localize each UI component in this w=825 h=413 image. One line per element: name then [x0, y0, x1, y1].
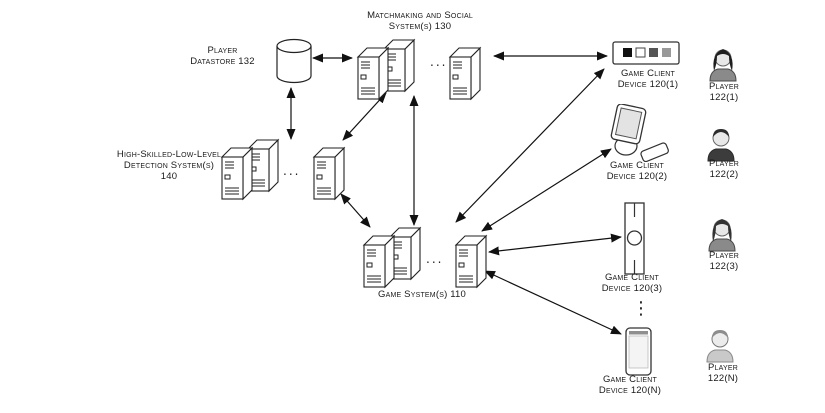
set-top-box-icon — [612, 41, 680, 65]
arrow-gamesystem-device3 — [488, 233, 622, 256]
player-2-label-line1: Player — [709, 158, 739, 169]
datastore-label-line1: Player — [207, 45, 238, 56]
matchmaking-ellipsis: ... — [430, 55, 448, 69]
device-n-label-line2: Device 120(N) — [598, 385, 662, 396]
device-n-label: Game Client Device 120(N) — [580, 374, 680, 396]
player-1-label: Player 122(1) — [692, 81, 756, 103]
player-datastore-label: Player Datastore 132 — [175, 45, 270, 67]
device-3-label: Game Client Device 120(3) — [582, 272, 682, 294]
device-n-label-line1: Game Client — [602, 374, 658, 385]
game-system-label-text: Game System(s) 110 — [377, 289, 467, 300]
matchmaking-label-line2: System(s) 130 — [388, 21, 452, 32]
smartphone-icon — [625, 327, 652, 376]
game-system-ellipsis: ... — [426, 252, 444, 266]
devices-vertical-ellipsis: ⋮ — [632, 298, 650, 319]
datastore-label-line2: Datastore 132 — [190, 56, 255, 67]
device-1-label: Game Client Device 120(1) — [598, 68, 698, 90]
device-1-label-line2: Device 120(1) — [617, 79, 679, 90]
player-2-label: Player 122(2) — [692, 158, 756, 180]
player-n-label: Player 122(N) — [691, 362, 755, 384]
player-2-label-line2: 122(2) — [709, 169, 739, 180]
player-1-label-line1: Player — [709, 81, 739, 92]
player-1-avatar-icon — [709, 49, 737, 82]
player-2-avatar-icon — [707, 129, 735, 162]
desktop-computer-icon — [610, 104, 669, 162]
device-3-label-line2: Device 120(3) — [601, 283, 663, 294]
player-3-label-line2: 122(3) — [709, 261, 739, 272]
device-3-label-line1: Game Client — [604, 272, 660, 283]
device-2-label: Game Client Device 120(2) — [587, 160, 687, 182]
device-2-label-line1: Game Client — [609, 160, 665, 171]
game-system-label: Game System(s) 110 — [352, 289, 492, 300]
detection-system-label: High-Skilled-Low-Level Detection System(… — [108, 149, 230, 182]
device-2-label-line2: Device 120(2) — [606, 171, 668, 182]
player-3-avatar-icon — [708, 219, 736, 252]
player-1-label-line2: 122(1) — [709, 92, 739, 103]
player-n-label-line1: Player — [708, 362, 738, 373]
detection-ellipsis: ... — [283, 164, 301, 178]
player-3-label-line1: Player — [709, 250, 739, 261]
matchmaking-label-line1: Matchmaking and Social — [367, 10, 473, 21]
detection-label-line1: High-Skilled-Low-Level — [116, 149, 222, 160]
detection-label-line3: 140 — [160, 171, 178, 182]
game-system-servers-icon — [363, 227, 487, 288]
player-3-label: Player 122(3) — [692, 250, 756, 272]
matchmaking-system-label: Matchmaking and Social System(s) 130 — [325, 10, 515, 32]
device-1-label-line1: Game Client — [620, 68, 676, 79]
datastore-cylinder-icon — [276, 38, 312, 84]
player-n-label-line2: 122(N) — [707, 373, 739, 384]
matchmaking-servers-icon — [357, 39, 481, 100]
player-n-avatar-icon — [706, 330, 734, 363]
detection-label-line2: Detection System(s) — [123, 160, 215, 171]
game-console-icon — [624, 202, 645, 275]
